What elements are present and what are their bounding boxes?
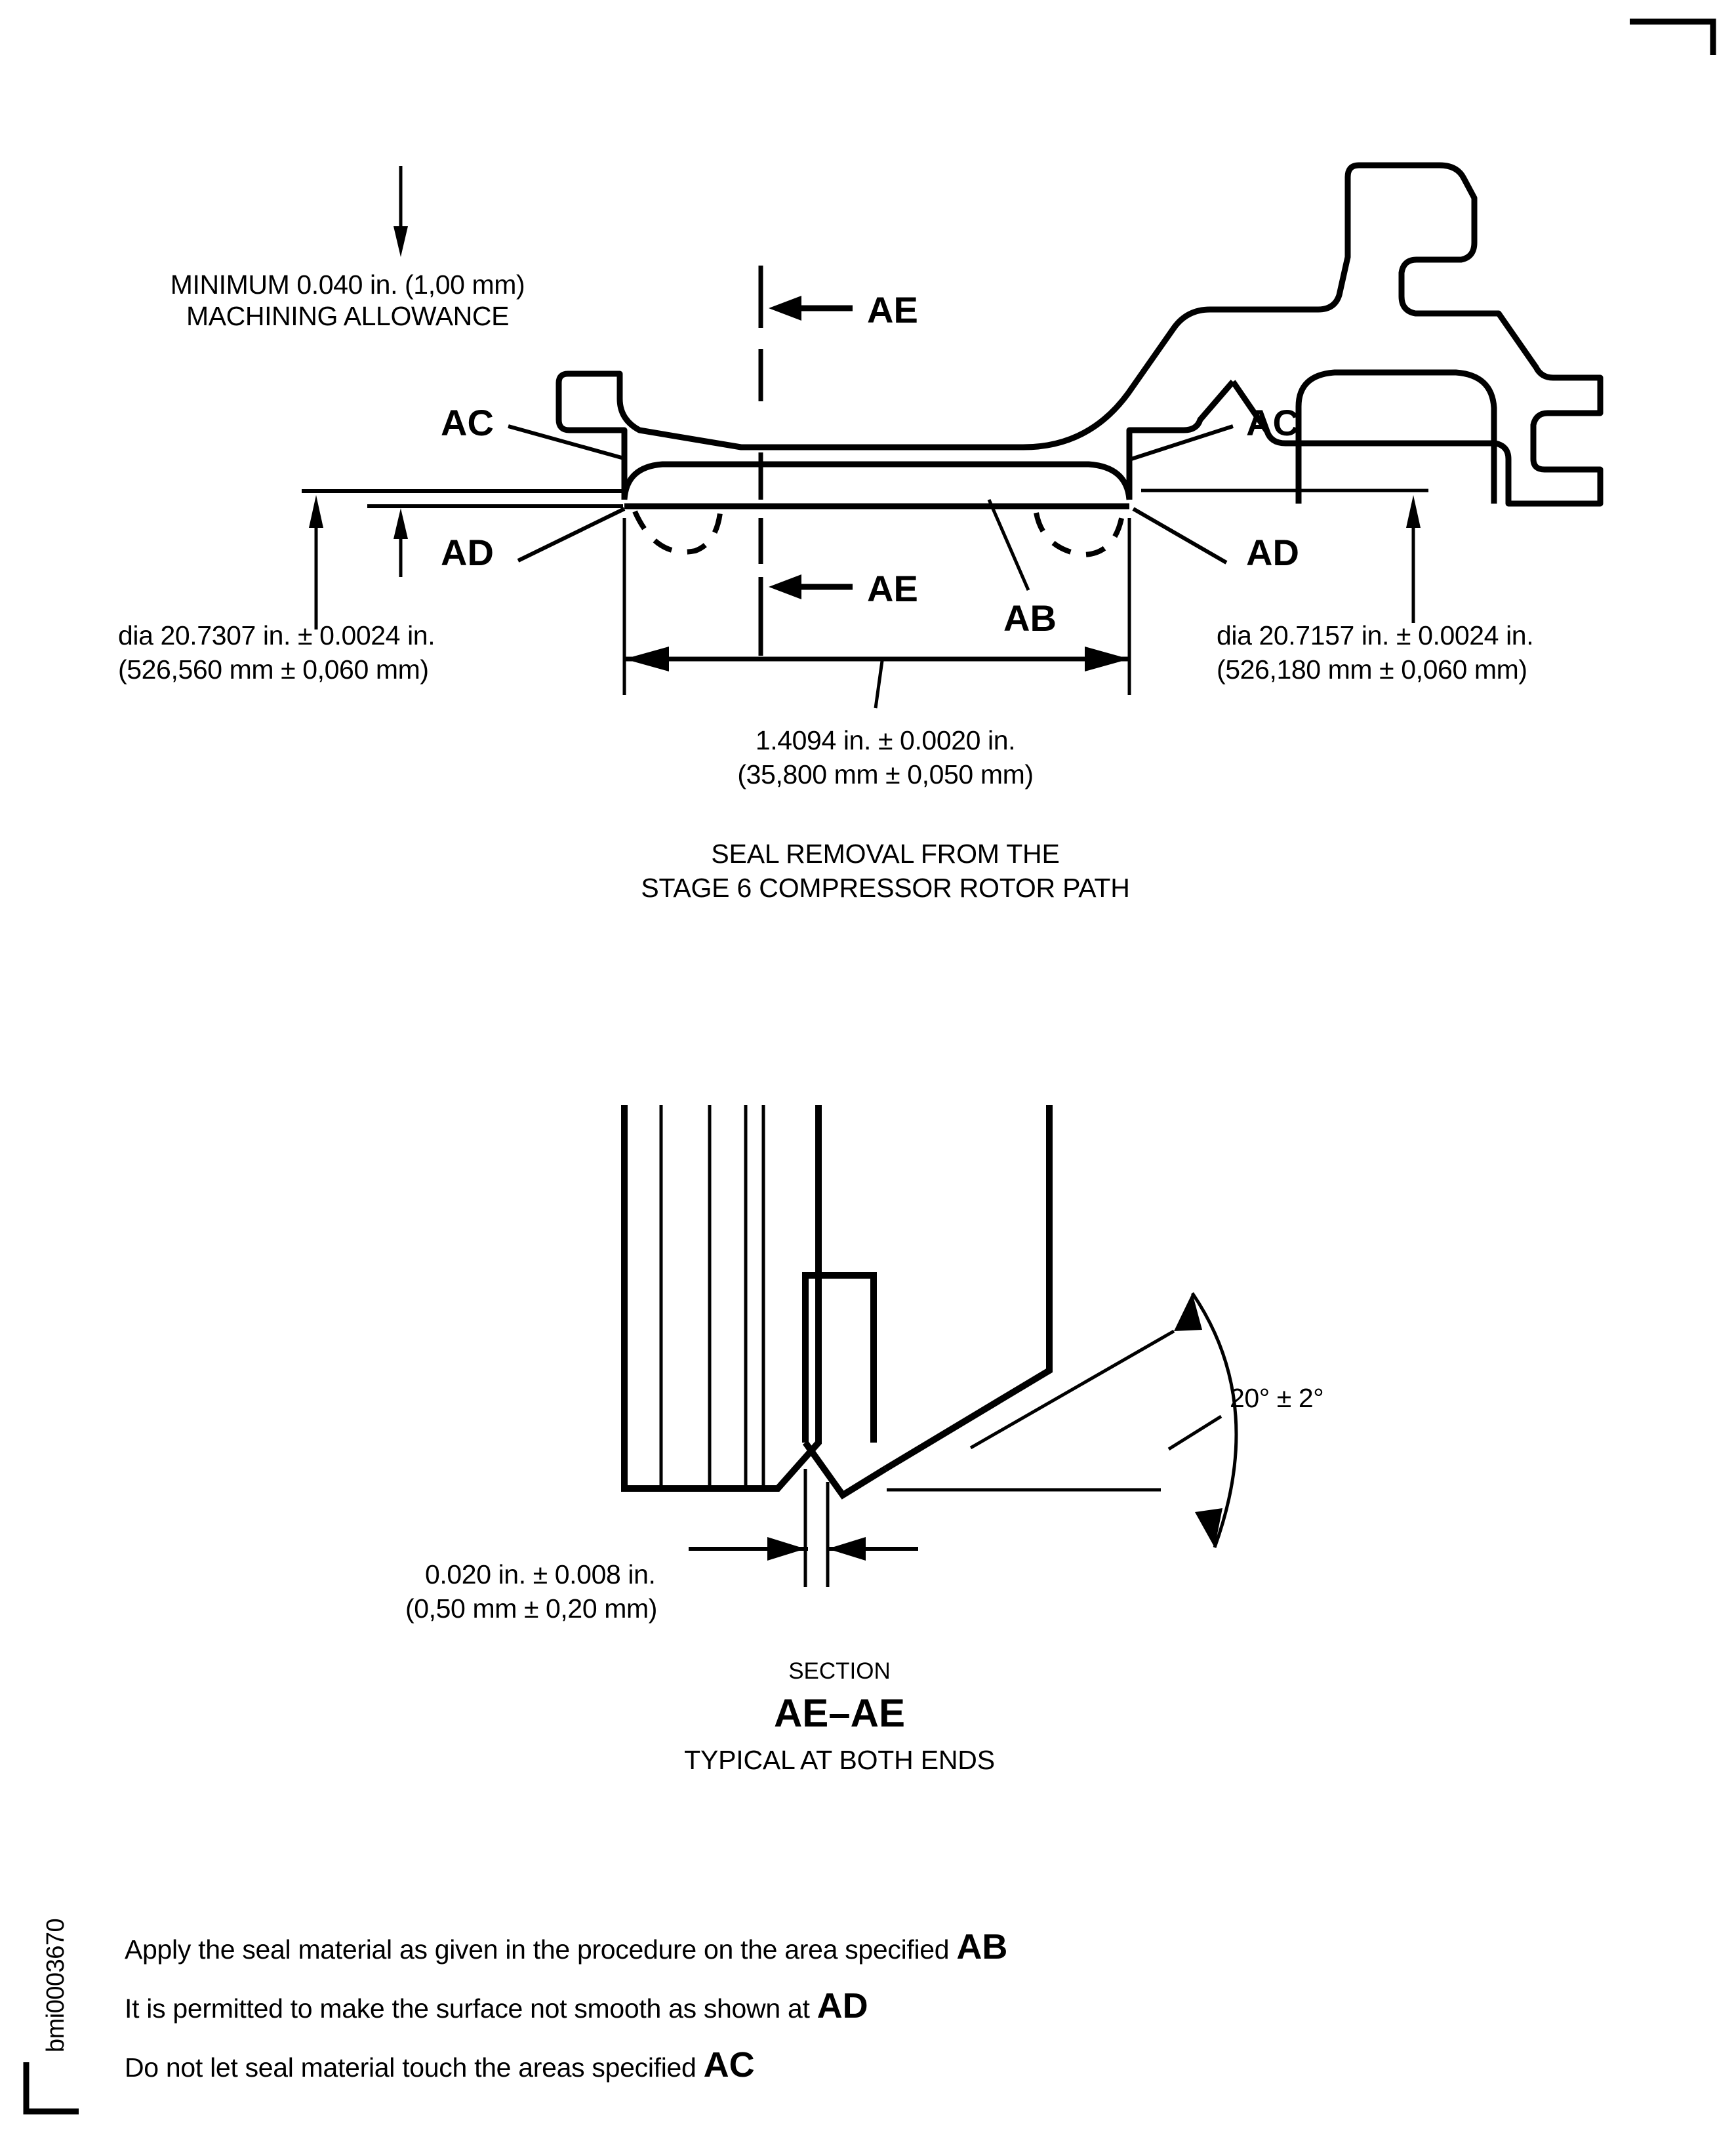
width-dimension-leader xyxy=(874,660,884,709)
profile-right-inner-slot xyxy=(1295,369,1497,504)
profile-left-vertical xyxy=(555,383,628,500)
right-diameter-dimension-line2: (526,180 mm ± 0,060 mm) xyxy=(1217,654,1527,685)
thickness-arrow-right xyxy=(828,1537,866,1561)
callout-ac-left: AC xyxy=(441,402,494,443)
note-text-0: Apply the seal material as given in the … xyxy=(125,1934,957,1965)
note-row-1: It is permitted to make the surface not … xyxy=(125,1986,868,2026)
ac-left-leader xyxy=(508,424,627,461)
angle-label-leader xyxy=(1167,1414,1222,1451)
note-row-0: Apply the seal material as given in the … xyxy=(125,1927,1007,1967)
ab-leader xyxy=(987,499,1030,591)
machining-allowance-arrow xyxy=(394,226,408,257)
note-text-2: Do not let seal material touch the areas… xyxy=(125,2052,704,2083)
left-dia-arrowhead xyxy=(309,495,323,528)
profile-right-vertical xyxy=(1126,380,1236,500)
thickness-arrow-left xyxy=(767,1537,805,1561)
width-dimension-line2: (35,800 mm ± 0,050 mm) xyxy=(737,759,1034,789)
top-view-drawing xyxy=(302,162,1604,709)
thickness-witness-lines xyxy=(803,1469,830,1587)
section-v-notch xyxy=(802,1441,887,1500)
left-diameter-dimension-line1: dia 20.7307 in. ± 0.0024 in. xyxy=(118,620,435,650)
angle-label: 20° ± 2° xyxy=(1230,1383,1324,1413)
section-label-typical: TYPICAL AT BOTH ENDS xyxy=(684,1745,995,1775)
ad-left-leader xyxy=(517,507,626,563)
right-dia-arrowhead xyxy=(1406,495,1421,528)
callout-ae-top: AE xyxy=(867,289,918,330)
callout-ae-bottom: AE xyxy=(867,568,918,609)
ac-right-leader xyxy=(1131,424,1234,461)
ad-left-rough-arc xyxy=(632,510,723,555)
width-dimension-line1: 1.4094 in. ± 0.0020 in. xyxy=(755,725,1016,755)
callout-ab: AB xyxy=(1003,597,1057,639)
callout-ad-right: AD xyxy=(1246,532,1299,573)
section-ae-ae-drawing xyxy=(621,1105,1238,1587)
note-tag-1: AD xyxy=(817,1986,868,2026)
machining-allowance-note-line1: MINIMUM 0.040 in. (1,00 mm) xyxy=(170,270,525,300)
section-center-tooth xyxy=(802,1272,877,1443)
section-right-land-chamfer xyxy=(883,1105,1053,1472)
corner-bracket-top-right xyxy=(1630,18,1716,55)
left-diameter-dimension-line2: (526,560 mm ± 0,060 mm) xyxy=(118,654,429,685)
thickness-dimension-line1: 0.020 in. ± 0.008 in. xyxy=(425,1559,656,1589)
figure-id-label: bmi0003670 xyxy=(42,1918,70,2052)
width-arrow-left xyxy=(624,647,669,671)
angle-arrow-lower xyxy=(1195,1508,1222,1548)
callout-ac-right: AC xyxy=(1246,402,1299,443)
angle-arrow-upper xyxy=(1174,1293,1202,1331)
section-left-block-hatching xyxy=(659,1105,765,1488)
note-row-2: Do not let seal material touch the areas… xyxy=(125,2045,755,2085)
top-view-title-line1: SEAL REMOVAL FROM THE xyxy=(711,839,1060,869)
corner-bracket-bottom-left xyxy=(23,2062,79,2115)
top-view-title-line2: STAGE 6 COMPRESSOR ROTOR PATH xyxy=(641,873,1130,903)
profile-right-blade-outline xyxy=(1230,162,1604,507)
ad-right-leader xyxy=(1132,507,1228,565)
section-angle-witness-line xyxy=(969,1329,1175,1450)
machining-allowance-note-line2: MACHINING ALLOWANCE xyxy=(186,301,510,331)
section-label-name: AE–AE xyxy=(773,1691,906,1735)
note-tag-0: AB xyxy=(956,1927,1008,1967)
profile-seal-band-top xyxy=(621,461,1133,500)
note-text-1: It is permitted to make the surface not … xyxy=(125,1993,817,2024)
section-label-word: SECTION xyxy=(788,1658,891,1684)
thickness-dimension-line2: (0,50 mm ± 0,20 mm) xyxy=(405,1593,657,1624)
ad-right-rough-arc xyxy=(1034,511,1125,558)
right-diameter-dimension-line1: dia 20.7157 in. ± 0.0024 in. xyxy=(1217,620,1534,650)
profile-upper-left-contour xyxy=(555,306,1266,450)
note-tag-2: AC xyxy=(703,2045,755,2085)
angle-dimension-arc xyxy=(1190,1292,1238,1548)
width-arrow-right xyxy=(1085,647,1129,671)
machining-allowance-baselines xyxy=(302,489,623,508)
section-left-block-outline xyxy=(621,1105,822,1492)
callout-ad-left: AD xyxy=(441,532,494,573)
width-dimension-extension-lines xyxy=(622,518,1131,695)
